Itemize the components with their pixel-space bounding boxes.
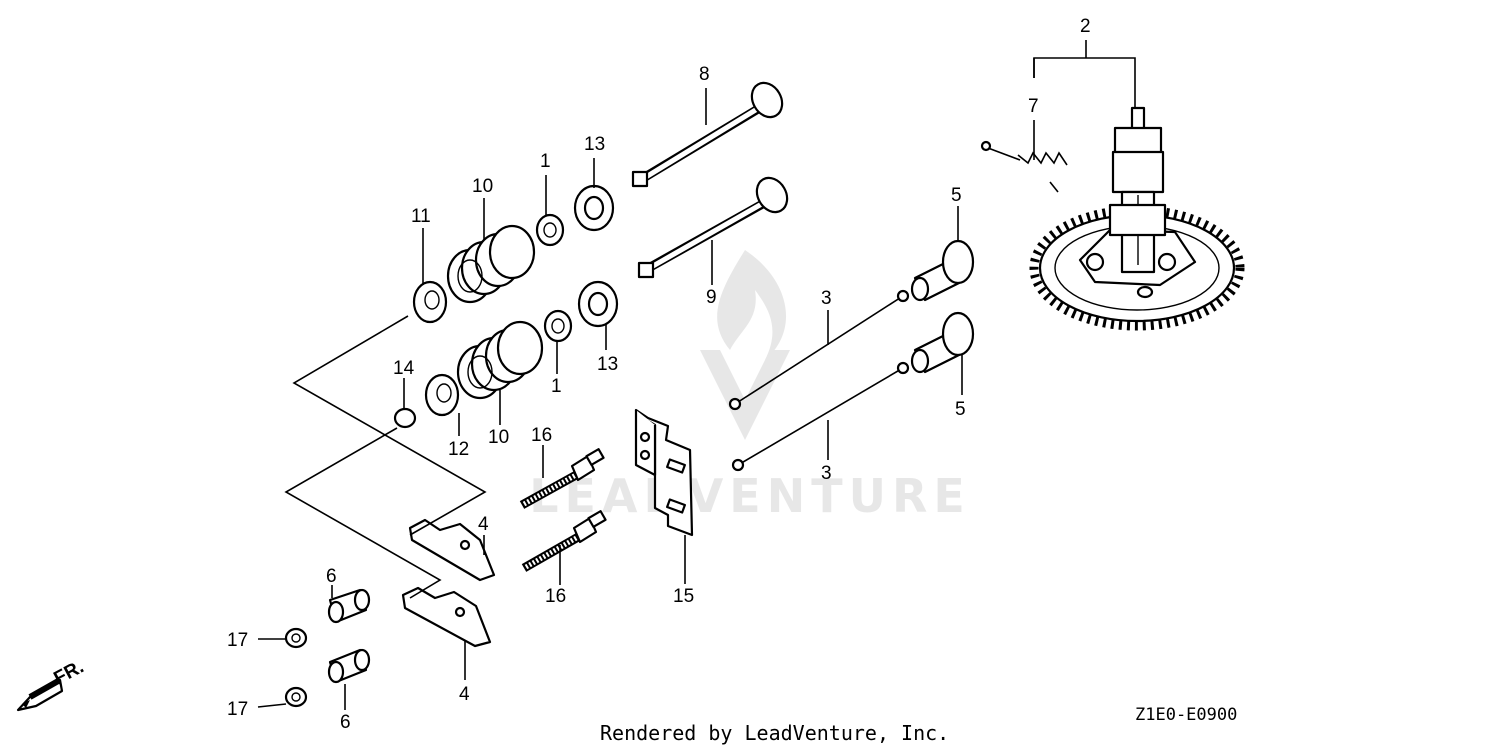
callout-4-lower: 4 <box>459 684 470 705</box>
rocker-pivot-bolt-lower <box>521 510 607 572</box>
push-rod-lower <box>731 361 910 472</box>
callout-10-upper: 10 <box>472 176 493 197</box>
valve-lifter-upper <box>910 239 975 302</box>
lock-nut-lower <box>284 686 308 708</box>
callout-7: 7 <box>1028 96 1039 117</box>
callout-1-upper: 1 <box>540 151 551 172</box>
rocker-arm-upper <box>408 518 496 582</box>
callout-12: 12 <box>448 439 469 460</box>
exhaust-valve-retainer <box>424 373 460 417</box>
decompressor-spring <box>980 140 1068 193</box>
intake-valve <box>631 81 784 188</box>
valve-stem-seal-upper <box>535 213 565 247</box>
callout-8: 8 <box>699 64 710 85</box>
callout-5-lower: 5 <box>955 399 966 420</box>
callout-13-upper: 13 <box>584 134 605 155</box>
valve-rotator-cap <box>393 407 417 429</box>
callout-3-lower: 3 <box>821 463 832 484</box>
front-direction-indicator: FR. <box>16 657 87 712</box>
valve-retainer-lower <box>577 280 619 328</box>
push-rod-upper <box>728 289 910 411</box>
callout-17-lower: 17 <box>227 699 248 720</box>
valve-stem-seal-lower <box>543 309 573 343</box>
callout-5-upper: 5 <box>951 185 962 206</box>
callout-10-lower: 10 <box>488 427 509 448</box>
rocker-pivot-bolt-upper <box>519 448 605 509</box>
camshaft-gear <box>1029 106 1245 331</box>
callout-9: 9 <box>706 287 717 308</box>
callout-17-upper: 17 <box>227 630 248 651</box>
callout-1-lower: 1 <box>551 376 562 397</box>
callout-2: 2 <box>1080 16 1091 37</box>
push-rod-guide-plate <box>634 408 694 537</box>
leadventure-watermark: LEADVENTURE <box>529 250 965 523</box>
callout-11: 11 <box>411 206 431 227</box>
callout-15: 15 <box>673 586 694 607</box>
rocker-arm-lower <box>401 586 492 648</box>
leader-lines <box>257 40 1136 710</box>
valve-retainer-upper <box>573 184 615 232</box>
footer-credit: Rendered by LeadVenture, Inc. <box>600 721 949 745</box>
callout-6-upper: 6 <box>326 566 337 587</box>
valve-spring-lower <box>456 320 544 400</box>
callout-13-lower: 13 <box>597 354 618 375</box>
valve-lifter-lower <box>910 311 975 374</box>
rocker-nut-lower <box>327 648 371 684</box>
exhaust-valve <box>637 176 789 279</box>
diagram-code: Z1E0-E0900 <box>1135 705 1237 725</box>
callout-16-upper: 16 <box>531 425 552 446</box>
valve-spring-upper <box>446 224 536 304</box>
callout-6-lower: 6 <box>340 712 351 733</box>
lock-nut-upper <box>284 627 308 649</box>
callout-labels: 2 7 8 13 1 10 11 9 5 3 13 1 14 12 10 5 3… <box>227 16 1091 733</box>
callout-3-upper: 3 <box>821 288 832 309</box>
valve-spring-retainer <box>412 280 448 324</box>
callout-4-upper: 4 <box>478 514 489 535</box>
callout-16-lower: 16 <box>545 586 566 607</box>
callout-14: 14 <box>393 358 415 379</box>
rocker-nut-upper <box>327 588 371 624</box>
